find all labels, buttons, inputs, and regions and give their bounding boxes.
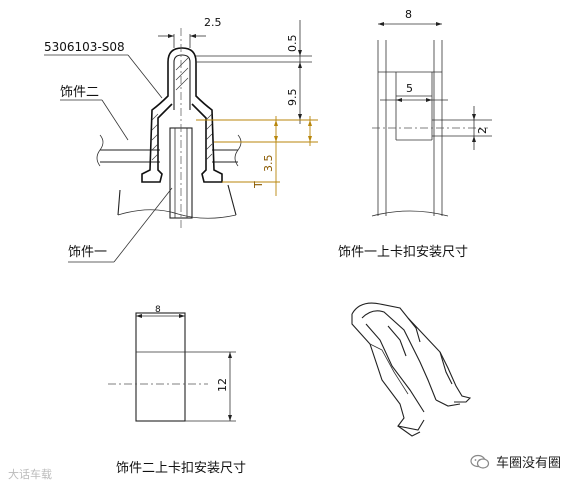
section-view: 2.5 0.5 9.5 3.5 T 5306103-S08 饰件二 饰件一 [44, 16, 318, 263]
watermark: 大话车载 [8, 468, 52, 481]
dim-width-8: 8 [405, 8, 412, 21]
caption-part2: 饰件二上卡扣安装尺寸 [116, 461, 246, 476]
dim-slot-5: 5 [406, 82, 413, 95]
brand-name: 车圈没有圈 [495, 456, 561, 471]
wechat-icon [470, 454, 490, 470]
dim-2-5: 2.5 [204, 16, 222, 29]
dim-t: T [252, 181, 265, 189]
label-part1: 饰件一 [68, 245, 107, 260]
dim-height-12: 12 [216, 378, 229, 392]
caption-part1: 饰件一上卡扣安装尺寸 [338, 245, 468, 260]
part2-mount-view: 8 12 饰件二上卡扣安装尺寸 [108, 305, 246, 476]
part1-mount-view: 8 5 2 饰件一上卡扣安装尺寸 [338, 8, 492, 260]
dim-0-5: 0.5 [286, 35, 299, 53]
label-part2: 饰件二 [60, 85, 99, 100]
part-number-label: 5306103-S08 [44, 40, 125, 54]
dim-width-8b: 8 [155, 305, 161, 315]
brand-footer: 车圈没有圈 [470, 452, 561, 471]
dim-3-5: 3.5 [262, 155, 275, 173]
dim-side-2: 2 [476, 127, 489, 134]
dim-9-5: 9.5 [286, 89, 299, 107]
isometric-clip-view [351, 302, 472, 437]
clip-hatching [151, 57, 213, 161]
